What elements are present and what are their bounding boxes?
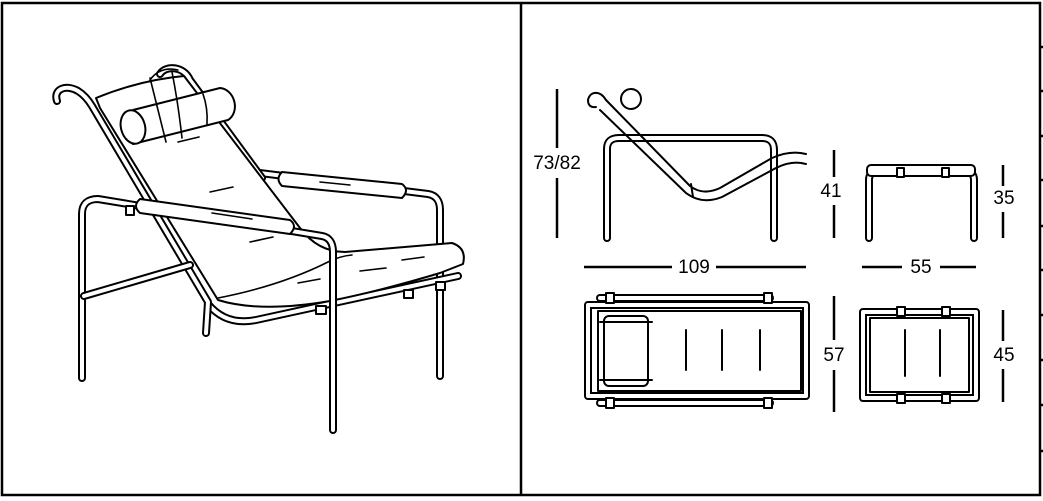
chair-side-top-curl [587,91,607,109]
ottoman-width-label: 45 [993,345,1014,366]
ottoman-top-cushion [869,317,970,393]
dimension-ottoman-height: 35 [993,165,1015,238]
headrest-end [119,109,147,145]
chair-side-headrest [620,88,642,110]
stitch [297,278,321,284]
tube-core [82,263,192,298]
right-arm-pad-crease [319,181,351,186]
headrest-seam [202,93,208,125]
chair-perspective-illustration [56,68,465,430]
ottoman-top-view [863,306,976,404]
ottoman-length-label: 55 [910,257,931,278]
ottoman-side-clip [896,167,905,178]
stitch [209,186,234,193]
chair-top-connector [605,292,615,304]
stitch [401,256,425,261]
dimension-ottoman-width: 45 [993,310,1015,402]
ottoman-side-view [866,164,976,238]
cushion-seam [217,254,353,299]
chair-top-connector [763,397,773,409]
chair-height-label: 73/82 [533,153,581,174]
dimension-chair-seat-height: 41 [820,150,842,238]
cushion-stitching [177,136,425,284]
ottoman-height-label: 35 [993,188,1014,209]
back-and-seat-cushion [95,75,465,308]
headrest-body [132,87,236,145]
tube-outline [869,172,974,238]
chair-seat-height-label: 41 [820,181,841,202]
ottoman-top-tab [941,306,951,317]
fitting [125,205,135,216]
tube-core [605,136,776,240]
fitting [403,289,414,299]
stitch [359,267,387,272]
frame-fittings [125,205,446,315]
fitting [315,305,327,315]
chair-top-connector [605,397,615,409]
dimension-chair-width: 57 [823,296,845,412]
chair-width-label: 57 [823,345,844,366]
fitting [435,281,446,291]
headrest-strap-top [149,68,179,81]
chair-side-sling-upper [605,99,807,193]
dimension-chair-length: 109 [584,257,806,278]
chair-top-view [588,292,806,409]
headrest-roll [119,68,236,145]
ottoman-top-tab [941,393,951,404]
front-arm-pad-crease [211,212,253,220]
tube-outline [607,138,774,238]
dimension-ottoman-length: 55 [862,257,976,278]
ottoman-top-tab [896,393,906,404]
chair-side-strap [690,183,694,198]
ottoman-top-tab [896,306,906,317]
dimension-chair-height: 73/82 [533,89,581,238]
chair-top-connector [763,292,773,304]
chair-side-view [587,88,807,238]
headrest-strap [171,71,183,139]
ottoman-side-clip [941,167,950,178]
side-rail-tube [84,265,190,296]
stitch [177,136,200,143]
chair-length-label: 109 [678,257,710,278]
chair-side-frame-tube [607,138,774,238]
front-arm-pad [135,198,295,235]
stitch [249,236,274,243]
headrest-strap [149,77,167,143]
chair-top-headrest [603,315,649,387]
ottoman-side-cushion [866,164,976,177]
ottoman-side-frame-tube [869,172,974,238]
tube-core [867,170,976,240]
